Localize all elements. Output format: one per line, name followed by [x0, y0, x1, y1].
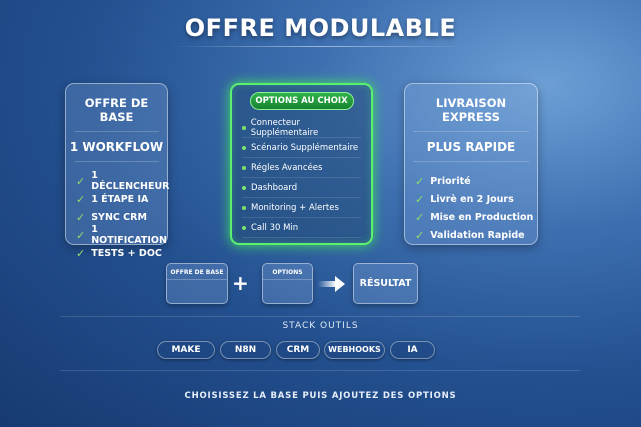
base-subheading: 1 WORKFLOW [69, 140, 164, 154]
option-item: Régles Avancées [242, 158, 361, 178]
check-icon: ✓ [76, 246, 86, 260]
express-subheading: PLUS RAPIDE [426, 140, 516, 154]
base-item: ✓1 ÉTAPE IA [76, 192, 149, 206]
base-item: ✓1 DÉCLENCHEUR [76, 170, 170, 192]
arrow-right-icon [318, 276, 345, 292]
bullet-icon [242, 125, 246, 130]
option-item: Dashboard [242, 178, 361, 198]
check-icon: ✓ [76, 192, 86, 206]
base-item: ✓SYNC CRM [76, 210, 147, 224]
flow-base-box: OFFRE DE BASE [166, 263, 228, 304]
flow-result-box: RÉSULTAT [353, 263, 418, 304]
divider [60, 316, 580, 317]
bullet-icon [242, 185, 246, 190]
express-item: ✓Mise en Production [415, 210, 534, 224]
bullet-icon [242, 225, 246, 230]
bullet-icon [242, 145, 246, 150]
option-item: Call 30 Min [242, 218, 361, 238]
bullet-icon [242, 165, 246, 170]
tool-pill-n8n: N8N [220, 341, 271, 359]
tool-pill-ia: IA [390, 341, 435, 359]
express-item: ✓Livrè en 2 Jours [415, 192, 514, 206]
tool-pill-make: MAKE [157, 341, 215, 359]
express-heading: LIVRAISON EXPRESS [435, 96, 507, 124]
check-icon: ✓ [415, 192, 425, 206]
check-icon: ✓ [415, 174, 425, 188]
check-icon: ✓ [76, 228, 86, 242]
bullet-icon [242, 205, 246, 210]
option-item: Monitoring + Alertes [242, 198, 361, 218]
base-offer-card: OFFRE DE BASE 1 WORKFLOW ✓1 DÉCLENCHEUR … [65, 83, 170, 260]
plus-icon: + [232, 271, 249, 295]
check-icon: ✓ [415, 210, 425, 224]
flow-base-label: OFFRE DE BASE [167, 269, 227, 280]
options-badge: OPTIONS AU CHOIX [249, 92, 354, 110]
express-item: ✓Validation Rapide [415, 228, 525, 242]
option-item: Connecteur Supplémentaire [242, 118, 361, 138]
flow-options-box: OPTIONS [262, 263, 313, 304]
base-item: ✓TESTS + DOC [76, 246, 162, 260]
base-item: ✓1 NOTIFICATION [76, 224, 167, 246]
base-heading: OFFRE DE BASE [84, 96, 149, 124]
check-icon: ✓ [415, 228, 425, 242]
footer-instruction: CHOISISSEZ LA BASE PUIS AJOUTEZ DES OPTI… [184, 391, 457, 401]
express-item: ✓Priorité [415, 174, 471, 188]
title-divider [170, 46, 470, 47]
check-icon: ✓ [76, 174, 86, 188]
express-card: LIVRAISON EXPRESS PLUS RAPIDE ✓Priorité … [404, 83, 538, 245]
option-item: Scénario Supplémentaire [242, 138, 361, 158]
flow-options-label: OPTIONS [263, 269, 312, 280]
check-icon: ✓ [76, 210, 86, 224]
stack-heading: STACK OUTILS [282, 321, 359, 331]
tool-pill-crm: CRM [276, 341, 320, 359]
tool-pill-webhooks: WEBHOOKS [324, 341, 385, 359]
options-card: OPTIONS AU CHOIX Connecteur Supplémentai… [230, 83, 373, 245]
divider [60, 370, 580, 371]
page-title: OFFRE MODULABLE [184, 14, 457, 42]
